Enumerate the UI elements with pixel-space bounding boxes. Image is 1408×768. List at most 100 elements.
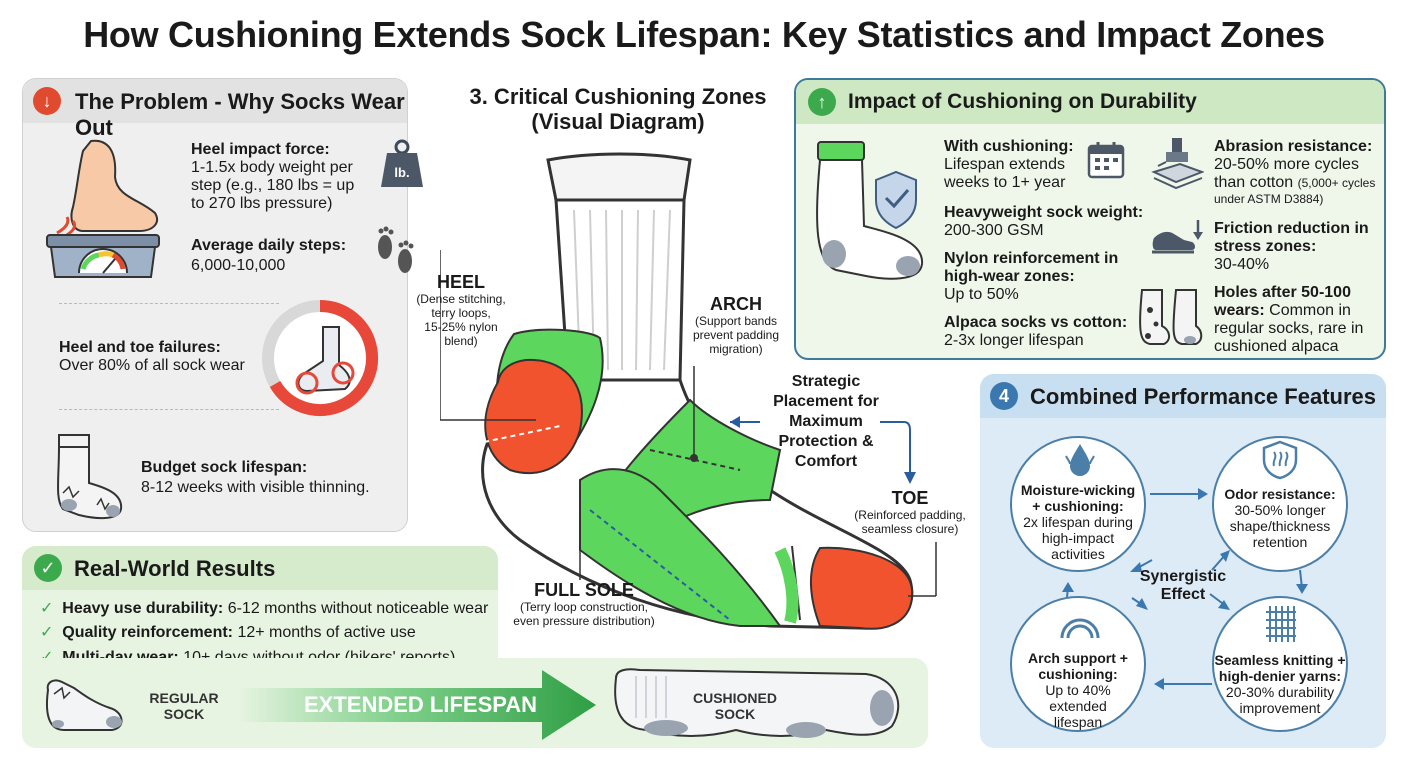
weight-icon: lb. bbox=[381, 139, 423, 187]
arch-title: ARCH bbox=[710, 294, 762, 314]
cushion-sock-shield-icon bbox=[816, 141, 924, 280]
shoe-friction-icon bbox=[1152, 220, 1203, 254]
seamless-title: high-denier yarns: bbox=[1218, 668, 1342, 684]
toe-desc: (Reinforced padding, bbox=[854, 508, 966, 522]
synergy-label: Effect bbox=[1160, 586, 1206, 603]
holes-label: Holes after 50-100 bbox=[1214, 284, 1351, 301]
failures-label: Heel and toe failures: bbox=[59, 339, 221, 356]
heel-force-line1: 1-1.5x body weight per bbox=[191, 159, 353, 176]
holes-line2: regular socks, rare in bbox=[1214, 320, 1364, 337]
heel-force-line2: step (e.g., 180 lbs = up bbox=[191, 177, 355, 194]
seamless-title: Seamless knitting + bbox=[1214, 652, 1346, 668]
friction-label: stress zones: bbox=[1214, 238, 1317, 255]
alpaca-value: 2-3x longer lifespan bbox=[944, 332, 1084, 349]
holes-line3: cushioned alpaca bbox=[1214, 338, 1339, 355]
toe-desc: seamless closure) bbox=[861, 522, 959, 536]
odor-value: shape/thickness bbox=[1229, 518, 1331, 534]
arrow-up-icon: ↑ bbox=[808, 88, 836, 116]
arch-desc: prevent padding bbox=[692, 328, 780, 342]
sole-desc: (Terry loop construction, bbox=[519, 600, 649, 614]
regular-sock-label: SOCK bbox=[163, 706, 205, 722]
steps-value: 6,000-10,000 bbox=[191, 257, 286, 274]
check-icon: ✓ bbox=[40, 600, 54, 617]
seamless-value: improvement bbox=[1239, 700, 1321, 716]
nylon-label: high-wear zones: bbox=[944, 268, 1075, 285]
arch-support-title: cushioning: bbox=[1038, 666, 1118, 682]
seamless-value: 20-30% durability bbox=[1225, 684, 1335, 700]
strategic-text: Maximum bbox=[789, 413, 863, 430]
moisture-value: activities bbox=[1051, 546, 1105, 562]
failures-value: Over 80% of all sock wear bbox=[59, 357, 245, 374]
zones-subheading: (Visual Diagram) bbox=[531, 109, 705, 134]
abrasion-line1: 20-50% more cycles bbox=[1214, 156, 1359, 173]
with-cushioning-label: With cushioning: bbox=[944, 138, 1074, 155]
with-cushioning-line2: weeks to 1+ year bbox=[944, 174, 1066, 191]
problem-heading: The Problem - Why Socks Wear Out bbox=[75, 89, 405, 140]
arch-desc: (Support bands bbox=[694, 314, 778, 328]
heel-desc: 15-25% nylon bbox=[424, 320, 498, 334]
sole-desc: even pressure distribution) bbox=[513, 614, 655, 628]
arch-support-title: Arch support + bbox=[1028, 650, 1128, 666]
weight-value: 200-300 GSM bbox=[944, 222, 1044, 239]
extended-lifespan-text: EXTENDED LIFESPAN bbox=[304, 692, 538, 717]
arch-desc: migration) bbox=[709, 342, 763, 356]
moisture-value: high-impact bbox=[1041, 530, 1115, 546]
friction-value: 30-40% bbox=[1214, 256, 1270, 273]
steps-label: Average daily steps: bbox=[191, 237, 347, 254]
odor-value: 30-50% longer bbox=[1234, 502, 1326, 518]
seamless-node bbox=[1212, 596, 1348, 732]
extended-lifespan-arrow bbox=[236, 670, 596, 740]
check-icon: ✓ bbox=[40, 624, 54, 641]
heel-title: HEEL bbox=[436, 272, 485, 292]
weight-icon-text: lb. bbox=[394, 165, 409, 180]
water-drops-icon bbox=[1065, 444, 1095, 476]
impact-heading: Impact of Cushioning on Durability bbox=[848, 90, 1197, 113]
sole-title: FULL SOLE bbox=[534, 580, 634, 600]
synergy-label: Synergistic bbox=[1139, 568, 1227, 585]
heel-desc: blend) bbox=[444, 334, 478, 348]
synergy-arrows bbox=[1062, 488, 1308, 690]
nylon-value: Up to 50% bbox=[944, 286, 1019, 303]
divider bbox=[59, 303, 279, 304]
heel-force-line3: to 270 lbs pressure) bbox=[191, 195, 333, 212]
check-icon: ✓ bbox=[34, 554, 62, 582]
divider bbox=[59, 409, 279, 410]
footprints-icon bbox=[378, 226, 414, 273]
odor-value: retention bbox=[1252, 534, 1308, 550]
abrasion-test-icon bbox=[1151, 138, 1204, 190]
results-heading: Real-World Results bbox=[74, 556, 276, 581]
budget-value: 8-12 weeks with visible thinning. bbox=[141, 479, 370, 496]
arrow-down-icon: ↓ bbox=[33, 87, 61, 115]
calendar-icon bbox=[1087, 142, 1125, 179]
holes-line1: wears: Common in bbox=[1214, 302, 1351, 319]
holey-socks-icon bbox=[1139, 289, 1203, 345]
sock-diagram bbox=[440, 152, 937, 630]
page-title: How Cushioning Extends Sock Lifespan: Ke… bbox=[83, 14, 1325, 55]
arch-support-value: Up to 40% extended bbox=[1045, 682, 1111, 714]
regular-sock-label: REGULAR bbox=[149, 690, 219, 706]
result-item: ✓ Heavy use durability: 6-12 months with… bbox=[40, 600, 489, 617]
abrasion-note: (5,000+ cycles bbox=[1297, 176, 1376, 190]
friction-label: Friction reduction in bbox=[1214, 220, 1369, 237]
heel-force-label: Heel impact force: bbox=[191, 141, 330, 158]
with-cushioning-line1: Lifespan extends bbox=[944, 156, 1065, 173]
odor-title: Odor resistance: bbox=[1224, 486, 1336, 502]
regular-sock-icon bbox=[46, 679, 123, 731]
worn-sock-icon bbox=[57, 434, 123, 520]
moisture-value: 2x lifespan during bbox=[1023, 514, 1133, 530]
problem-panel: ↓ The Problem - Why Socks Wear Out Heel … bbox=[22, 78, 423, 532]
strategic-text: Strategic bbox=[791, 373, 861, 390]
impact-panel: ↑ Impact of Cushioning on Durability Wit… bbox=[794, 78, 1386, 360]
strategic-text: Placement for bbox=[773, 393, 879, 410]
toe-title: TOE bbox=[891, 488, 929, 508]
result-item: ✓ Quality reinforcement: 12+ months of a… bbox=[40, 624, 416, 641]
failure-ring-icon bbox=[262, 300, 379, 416]
heel-desc: terry loops, bbox=[431, 306, 491, 320]
abrasion-label: Abrasion resistance: bbox=[1214, 138, 1373, 155]
cushioned-sock-label: SOCK bbox=[714, 706, 756, 722]
foot-scale-icon bbox=[46, 139, 160, 278]
weight-label: Heavyweight sock weight: bbox=[944, 204, 1144, 221]
strategic-text: Protection & bbox=[778, 433, 874, 450]
arch-arc-icon bbox=[1060, 618, 1100, 639]
alpaca-label: Alpaca socks vs cotton: bbox=[944, 314, 1128, 331]
